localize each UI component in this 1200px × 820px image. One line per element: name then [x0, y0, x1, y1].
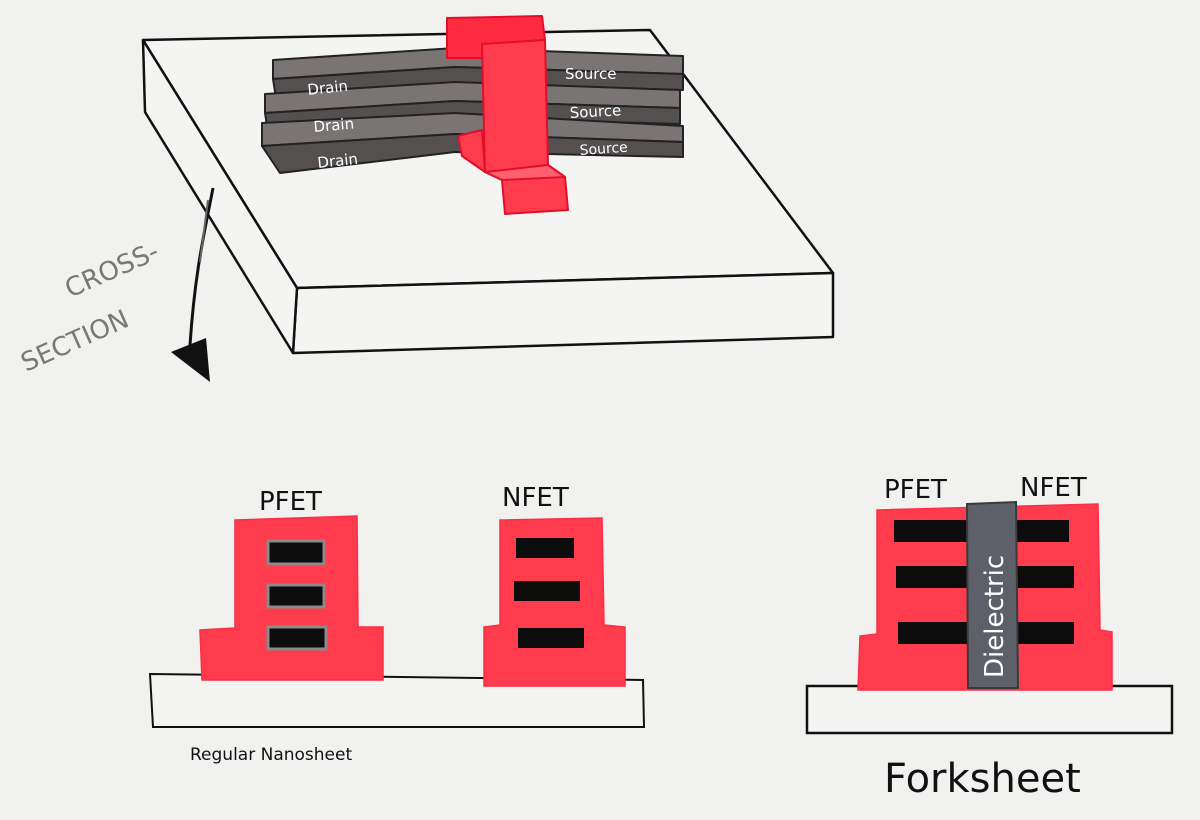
pfet-channel: [266, 583, 326, 609]
cross-label-line1: CROSS-: [61, 237, 164, 305]
forksheet-caption: Forksheet: [884, 756, 1081, 802]
forksheet-substrate: [805, 684, 1174, 735]
gate-3d: [446, 15, 569, 215]
forksheet-diagram: Dielectric PFET NFET Forksheet: [805, 473, 1174, 802]
drain-label: Drain: [317, 150, 359, 172]
cross-section-arrow: [171, 187, 215, 382]
nfet-stack: [483, 517, 626, 687]
pfet-channel: [266, 625, 328, 651]
pfet-stack: [199, 515, 384, 681]
source-labels: Source Source Source: [565, 65, 628, 159]
source-label: Source: [565, 65, 617, 83]
source-label: Source: [579, 140, 628, 159]
forksheet-nfet-label: NFET: [1020, 473, 1087, 503]
nfet-channel: [518, 628, 584, 648]
nfet-channel: [514, 581, 580, 601]
cross-section-label: CROSS- SECTION: [17, 237, 164, 379]
regular-pfet-label: PFET: [259, 487, 322, 517]
dielectric-wall: Dielectric: [965, 500, 1020, 689]
nanosheet-3: [261, 112, 684, 174]
nfet-channel: [516, 538, 574, 558]
forksheet-pfet-label: PFET: [884, 475, 947, 505]
dielectric-label: Dielectric: [980, 555, 1010, 678]
regular-nanosheet-diagram: PFET NFET Regular Nanosheet: [148, 483, 646, 765]
nanosheet-stack: [261, 47, 684, 174]
source-label: Source: [569, 101, 621, 122]
regular-nanosheet-caption: Regular Nanosheet: [190, 745, 352, 765]
drain-label: Drain: [313, 115, 355, 136]
regular-substrate: [148, 672, 646, 728]
cross-label-line2: SECTION: [17, 304, 134, 378]
regular-nfet-label: NFET: [502, 483, 569, 513]
drain-labels: Drain Drain Drain: [307, 77, 359, 172]
drain-label: Drain: [307, 77, 349, 99]
pfet-channel: [266, 539, 326, 566]
